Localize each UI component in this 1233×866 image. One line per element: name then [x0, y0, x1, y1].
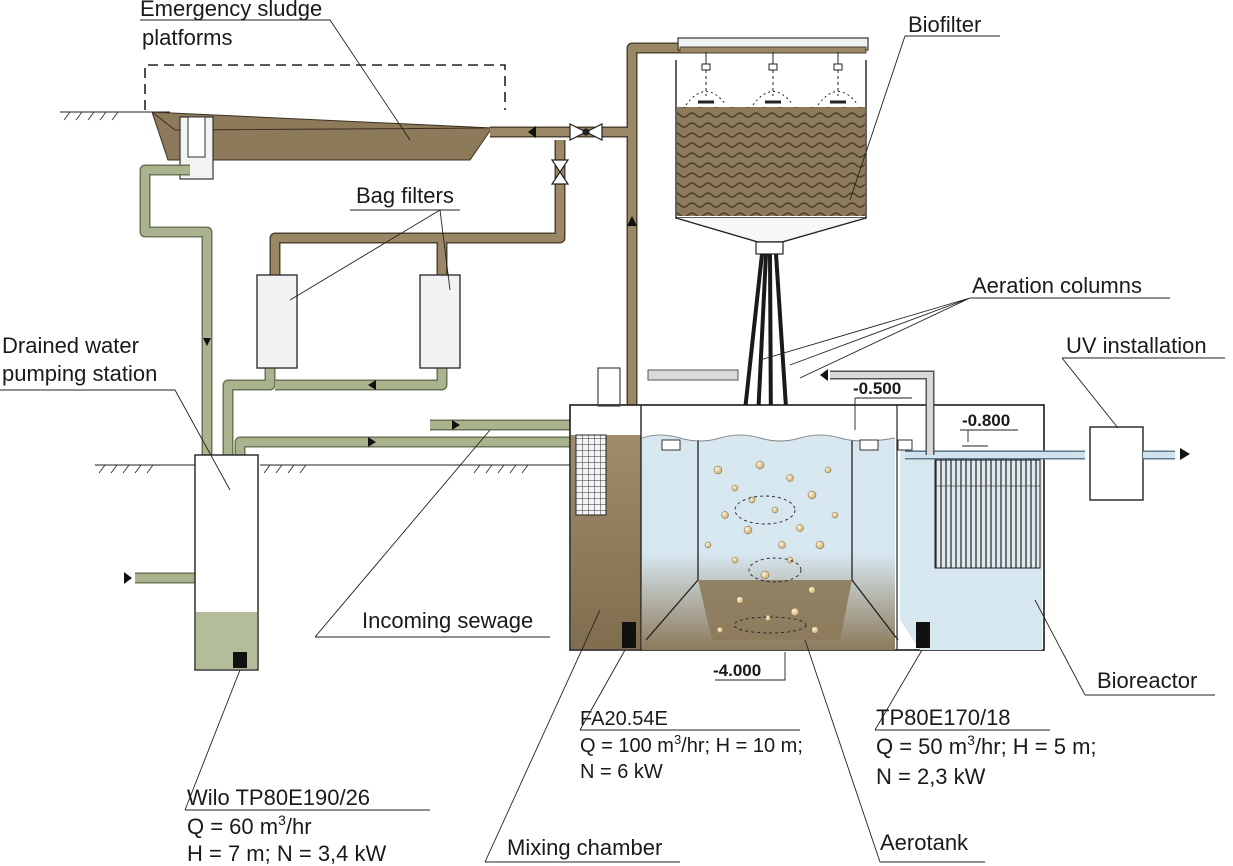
drained-water-label-line2: pumping station: [2, 361, 157, 386]
pump-tp170-flow: Q = 50 m3/hr; H = 5 m;: [876, 732, 1097, 759]
bag-filters-label: Bag filters: [356, 183, 454, 208]
drained-water-label-line1: Drained water: [2, 333, 139, 358]
pump-fa-power: N = 6 kW: [580, 761, 663, 783]
biofilter: [675, 37, 869, 255]
uv-installation: [1089, 426, 1175, 501]
incoming-sewage-label: Incoming sewage: [362, 608, 533, 633]
emergency-sludge-label-line1: Emergency sludge: [140, 0, 322, 21]
pump-wilo-model: Wilo TP80E190/26: [187, 785, 370, 810]
mixing-chamber-label: Mixing chamber: [507, 835, 662, 860]
drained-water-station: [194, 454, 259, 671]
valve-vertical: [550, 159, 570, 185]
level-minus-0500: -0.500: [853, 379, 901, 398]
bioreactor-label: Bioreactor: [1097, 668, 1197, 693]
flow-arrows: [124, 126, 1190, 584]
valve-horizontal: [569, 123, 603, 141]
pump-wilo-head-power: H = 7 m; N = 3,4 kW: [187, 841, 387, 866]
pump-tp170-model: TP80E170/18: [876, 705, 1011, 730]
ground-left: [60, 111, 570, 474]
pump-tp170-power: N = 2,3 kW: [876, 764, 986, 789]
bag-filter-left: [256, 274, 298, 369]
leader-lines: [0, 19, 1225, 863]
level-minus-0800: -0.800: [962, 411, 1010, 430]
pump-fa-flow: Q = 100 m3/hr; H = 10 m;: [580, 732, 803, 757]
pump-fa-model: FA20.54E: [580, 708, 668, 730]
aerotank-label: Aerotank: [880, 830, 969, 855]
emergency-sludge-platform: [144, 64, 506, 180]
biofilter-label: Biofilter: [908, 12, 981, 37]
aeration-columns-label: Aeration columns: [972, 273, 1142, 298]
aeration-bubbles: [704, 460, 839, 634]
level-minus-4000: -4.000: [713, 661, 761, 680]
uv-installation-label: UV installation: [1066, 333, 1207, 358]
pump-wilo-flow: Q = 60 m3/hr: [187, 812, 312, 839]
bag-filter-right: [419, 274, 461, 369]
emergency-sludge-label-line2: platforms: [142, 25, 232, 50]
